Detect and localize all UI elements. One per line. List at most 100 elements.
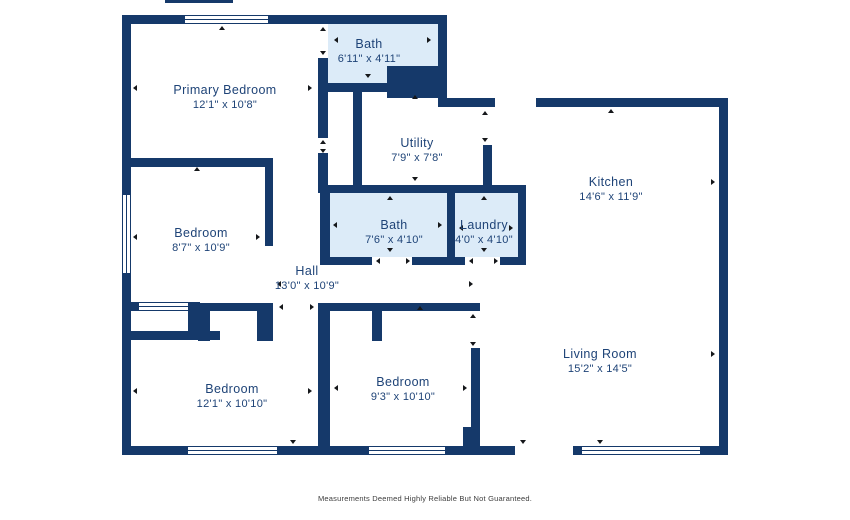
wall	[387, 66, 447, 98]
tick-icon	[438, 222, 442, 228]
room-label-bath-top: Bath 6'11" x 4'11"	[338, 37, 401, 65]
window	[188, 446, 277, 455]
room-label-hall: Hall 13'0" x 10'9"	[275, 264, 339, 292]
front-door-opening	[515, 446, 573, 455]
tick-icon	[481, 196, 487, 200]
room-dimensions: 8'7" x 10'9"	[172, 242, 230, 254]
wall	[318, 153, 328, 193]
room-label-bedroom-left: Bedroom 8'7" x 10'9"	[172, 226, 230, 254]
door-arrow-icon	[494, 258, 498, 264]
room-label-kitchen: Kitchen 14'6" x 11'9"	[579, 175, 642, 203]
tick-icon	[417, 306, 423, 310]
tick-icon	[597, 440, 603, 444]
tick-icon	[711, 179, 715, 185]
tick-icon	[308, 388, 312, 394]
door-arrow-icon	[310, 304, 314, 310]
wall	[122, 15, 447, 24]
disclaimer-text: Measurements Deemed Highly Reliable But …	[317, 494, 533, 503]
tick-icon	[509, 225, 513, 231]
door-arrow-icon	[320, 51, 326, 55]
door-arrow-icon	[470, 342, 476, 346]
room-label-bedroom-bottom-left: Bedroom 12'1" x 10'10"	[197, 382, 268, 410]
room-dimensions: 14'6" x 11'9"	[579, 191, 643, 203]
tick-icon	[387, 248, 393, 252]
door-arrow-icon	[482, 111, 488, 115]
room-name: Bedroom	[205, 382, 259, 396]
wall	[536, 98, 728, 107]
room-dimensions: 7'9" x 7'8"	[391, 152, 443, 164]
door-arrow-icon	[482, 138, 488, 142]
tick-icon	[133, 234, 137, 240]
tick-icon	[334, 385, 338, 391]
window	[122, 195, 131, 273]
room-dimensions: 15'2" x 14'5"	[567, 363, 633, 375]
room-name: Laundry	[460, 218, 508, 232]
wall	[573, 446, 582, 455]
window	[582, 446, 700, 455]
tick-icon	[412, 95, 418, 99]
tick-icon	[219, 26, 225, 30]
room-name: Bath	[355, 37, 383, 51]
wall	[257, 303, 273, 341]
door-arrow-icon	[320, 27, 326, 31]
wall	[122, 331, 220, 340]
door-arrow-icon	[406, 258, 410, 264]
wall	[198, 303, 273, 311]
wall	[188, 302, 200, 340]
wall	[438, 98, 495, 107]
door-arrow-icon	[320, 140, 326, 144]
door-arrow-icon	[320, 149, 326, 153]
wall	[719, 98, 728, 455]
wall	[463, 427, 480, 446]
window	[369, 446, 445, 455]
wall	[518, 193, 526, 265]
door-arrow-icon	[469, 258, 473, 264]
wall	[471, 348, 480, 446]
room-dimensions: 7'6" x 4'10"	[365, 234, 423, 246]
tick-icon	[469, 281, 473, 287]
room-dimensions: 12'1" x 10'10"	[196, 398, 268, 410]
wall	[265, 158, 273, 246]
tick-icon	[481, 248, 487, 252]
tick-icon	[256, 234, 260, 240]
tick-icon	[133, 85, 137, 91]
tick-icon	[277, 281, 281, 287]
room-dimensions: 6'11" x 4'11"	[337, 53, 401, 65]
room-label-primary-bedroom: Primary Bedroom 12'1" x 10'8"	[173, 83, 276, 111]
tick-icon	[412, 177, 418, 181]
room-name: Primary Bedroom	[173, 83, 277, 97]
wall	[483, 145, 492, 193]
wall	[318, 83, 388, 92]
wall	[372, 303, 382, 341]
wall	[165, 0, 233, 3]
tick-icon	[308, 85, 312, 91]
wall	[318, 185, 526, 193]
tick-icon	[459, 225, 463, 231]
room-label-bath-middle: Bath 7'6" x 4'10"	[365, 218, 423, 246]
bath-middle-floor-fill	[330, 193, 447, 257]
room-name: Hall	[295, 264, 319, 278]
wall	[320, 257, 372, 265]
tick-icon	[463, 385, 467, 391]
room-label-bedroom-bottom-middle: Bedroom 9'3" x 10'10"	[371, 375, 435, 403]
wall	[122, 158, 273, 167]
room-label-laundry: Laundry 4'0" x 4'10"	[455, 218, 513, 246]
room-dimensions: 9'3" x 10'10"	[370, 391, 436, 403]
room-name: Bedroom	[376, 375, 430, 389]
room-name: Bath	[380, 218, 408, 232]
wall	[447, 193, 455, 265]
tick-icon	[333, 222, 337, 228]
room-dimensions: 4'0" x 4'10"	[455, 234, 513, 246]
wall	[318, 58, 328, 138]
door-arrow-icon	[376, 258, 380, 264]
tick-icon	[387, 196, 393, 200]
room-name: Kitchen	[588, 175, 634, 189]
wall	[438, 15, 447, 107]
door-arrow-icon	[520, 440, 526, 444]
wall	[412, 257, 465, 265]
room-dimensions: 12'1" x 10'8"	[192, 99, 258, 111]
tick-icon	[427, 37, 431, 43]
wall	[318, 311, 330, 446]
wall	[500, 257, 526, 265]
